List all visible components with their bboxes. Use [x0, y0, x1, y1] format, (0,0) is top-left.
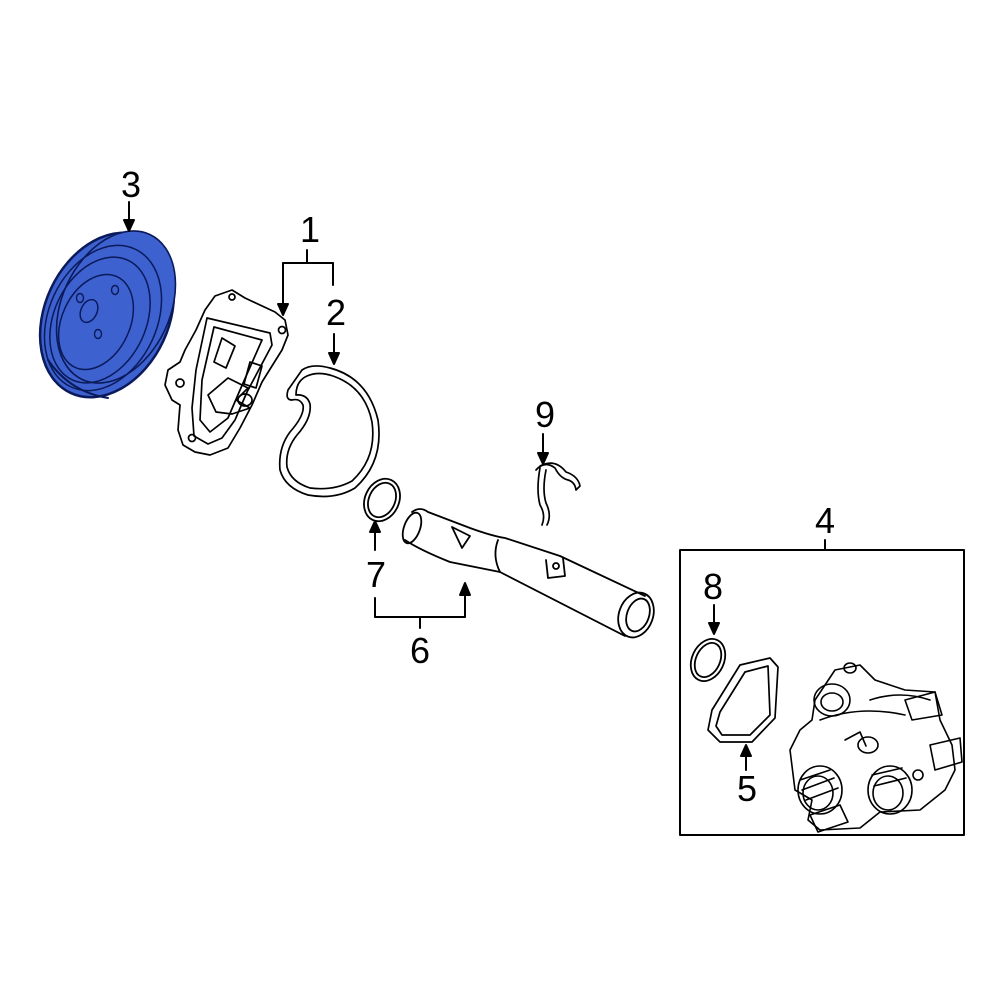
o-ring-icon[interactable]: [357, 473, 406, 527]
callout-label-9[interactable]: 9: [534, 394, 556, 435]
callout-label-2[interactable]: 2: [325, 292, 347, 333]
callout-3-leader: [123, 201, 135, 232]
callout-label-8[interactable]: 8: [702, 566, 724, 607]
retaining-clip-icon[interactable]: [535, 462, 581, 526]
callout-8-leader: [708, 604, 720, 635]
callout-label-3[interactable]: 3: [120, 164, 142, 205]
assembly-4-box: [679, 539, 965, 836]
callout-label-4[interactable]: 4: [814, 500, 836, 541]
callout-label-6[interactable]: 6: [409, 630, 431, 671]
thermostat-housing-icon[interactable]: [789, 662, 963, 833]
callout-label-5[interactable]: 5: [736, 768, 758, 809]
callout-6-bracket: [374, 582, 471, 629]
callout-label-1[interactable]: 1: [299, 209, 321, 250]
housing-gasket-icon[interactable]: [707, 657, 779, 743]
callout-9-leader: [537, 433, 549, 465]
coolant-pipe-icon[interactable]: [399, 508, 660, 642]
callout-2-leader: [328, 333, 340, 365]
callout-7-leader: [369, 520, 381, 551]
callout-5-leader: [740, 744, 752, 771]
callout-1-bracket: [277, 249, 334, 316]
callout-label-7[interactable]: 7: [365, 554, 387, 595]
o-ring-8-icon[interactable]: [684, 633, 732, 686]
water-pump-icon[interactable]: [164, 289, 289, 456]
pulley-icon[interactable]: [14, 211, 199, 419]
pump-gasket-icon[interactable]: [278, 365, 380, 498]
